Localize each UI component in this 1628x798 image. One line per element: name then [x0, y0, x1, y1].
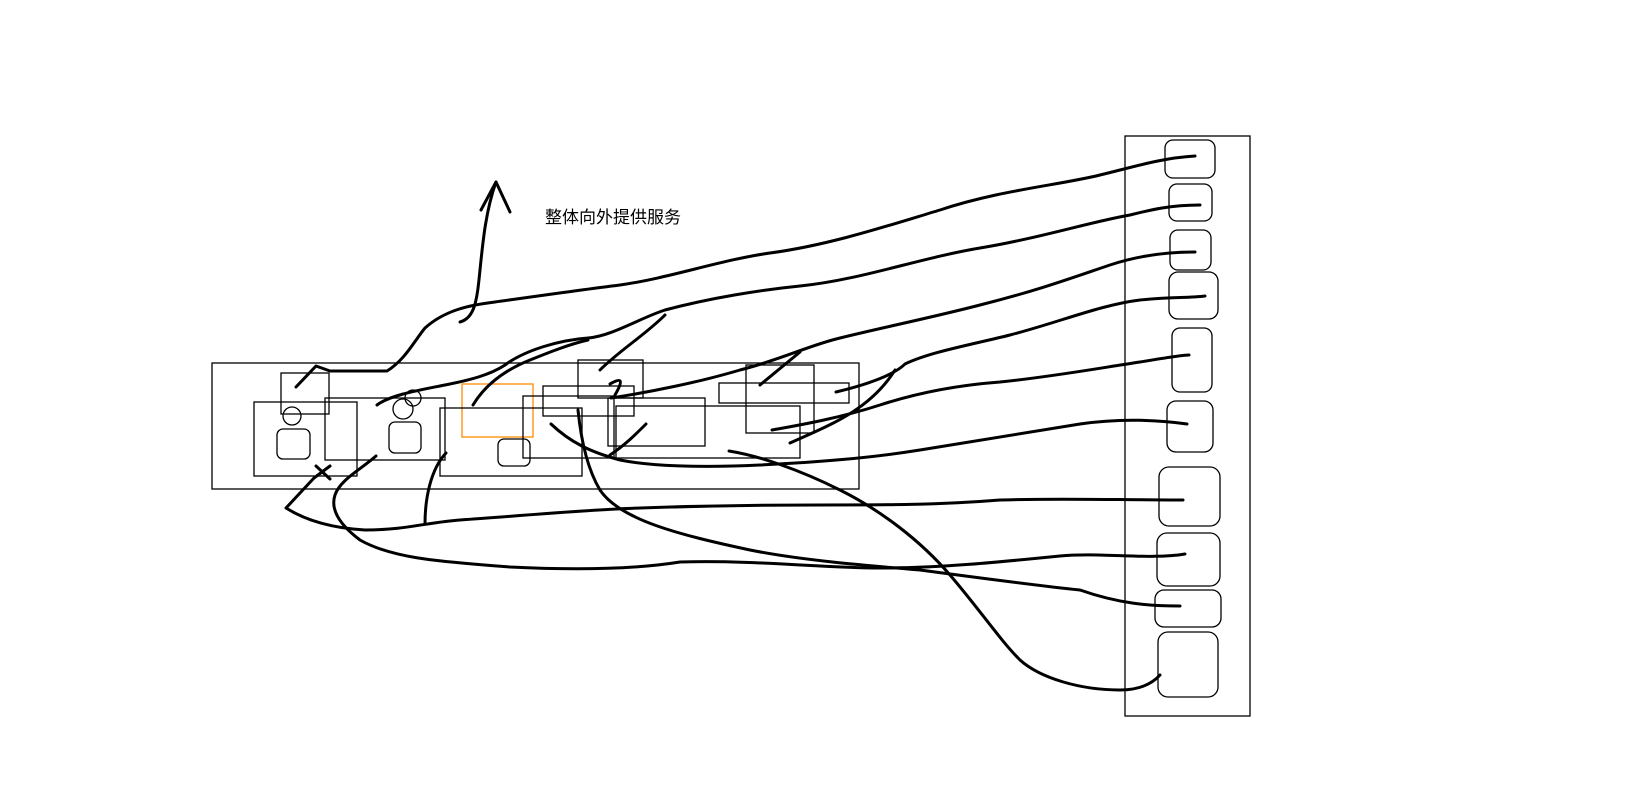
node-a-body: [276, 428, 311, 460]
connection-line-9: [770, 353, 1191, 432]
node-c-body: [497, 438, 531, 467]
connection-line-2: [375, 203, 1202, 407]
connection-line-5: [609, 250, 1197, 400]
resource-slot-5: [1171, 327, 1213, 393]
connection-line-12: [549, 418, 1189, 468]
connection-line-16: [284, 464, 1185, 532]
connection-line-3: [471, 338, 590, 407]
connection-line-6: [608, 378, 622, 397]
connection-line-11: [608, 422, 648, 457]
resource-slot-10: [1157, 631, 1219, 698]
node-box-d-top: [577, 359, 644, 399]
connection-line-4: [598, 313, 667, 372]
node-b-body: [388, 421, 422, 454]
connection-line-13: [576, 408, 1182, 608]
cluster-frame: [211, 362, 860, 490]
component-cluster: [211, 359, 860, 490]
resource-slot-6: [1166, 400, 1214, 453]
service-arrow-shaft: [458, 180, 498, 324]
node-box-f: [607, 397, 706, 447]
node-b-head: [392, 398, 414, 420]
connection-line-1: [294, 154, 1197, 389]
resource-stack: [1124, 135, 1251, 717]
connection-line-8: [834, 294, 1207, 394]
connection-line-18: [314, 464, 332, 481]
node-b-head-small: [404, 389, 422, 407]
connection-line-15: [423, 451, 448, 526]
resource-slot-9: [1154, 589, 1222, 628]
resource-slot-4: [1168, 271, 1219, 320]
node-box-d: [522, 395, 615, 459]
connection-line-14: [727, 449, 1162, 692]
connection-line-17: [332, 454, 1187, 571]
service-annotation-label: 整体向外提供服务: [545, 208, 681, 228]
resource-slot-7: [1158, 466, 1221, 527]
resource-stack-frame: [1124, 135, 1251, 717]
connection-lines: [284, 154, 1207, 692]
resource-slot-2: [1168, 183, 1213, 222]
node-box-b: [324, 397, 446, 461]
node-box-g: [615, 405, 801, 459]
node-box-a-top: [280, 372, 330, 415]
service-output-arrow: [458, 180, 512, 324]
node-box-a: [253, 401, 358, 477]
service-arrow-head: [479, 180, 512, 214]
highlighted-node-box: [461, 383, 534, 438]
resource-slot-3: [1169, 229, 1212, 271]
node-box-h: [745, 364, 815, 434]
node-a-head: [282, 406, 302, 426]
connection-line-10: [788, 368, 897, 445]
connection-line-7: [758, 350, 802, 387]
resource-slot-8: [1156, 532, 1221, 587]
node-box-h-port: [718, 382, 850, 404]
node-box-e: [542, 385, 635, 417]
